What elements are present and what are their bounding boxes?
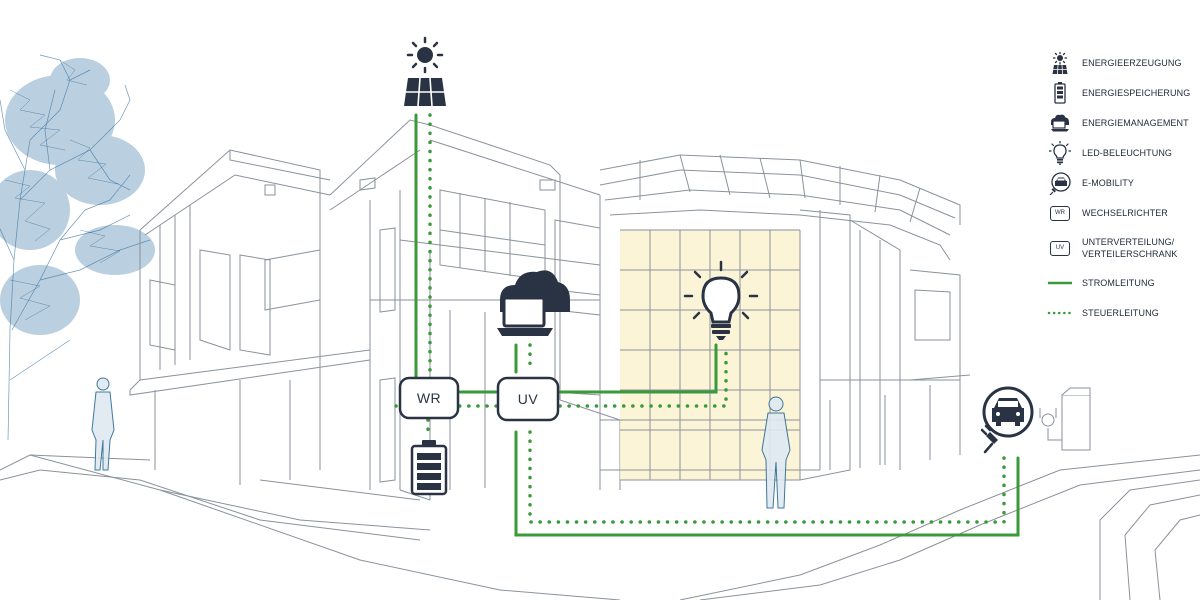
legend-label-e-mobility: E-MOBILITY xyxy=(1082,178,1135,188)
uv-box-icon: UV xyxy=(1046,236,1074,260)
light-bulb-icon xyxy=(683,260,759,340)
uv-label: UV xyxy=(518,391,539,407)
legend-label-inverter: WECHSELRICHTER xyxy=(1082,208,1168,218)
power-lines xyxy=(414,113,1020,537)
legend-label-led-lighting: LED-BELEUCHTUNG xyxy=(1082,148,1173,158)
tree-sketch xyxy=(0,54,151,441)
person-left xyxy=(91,377,115,471)
battery-icon xyxy=(410,440,448,496)
control-line-uv-to-car xyxy=(528,430,1006,524)
legend-label-energy-generation: ENERGIEERZEUGUNG xyxy=(1082,58,1182,68)
tree-scribbles xyxy=(4,59,121,321)
uv-node: UV xyxy=(496,376,560,422)
legend-item-e-mobility: E-MOBILITY xyxy=(1046,168,1196,198)
cloud-laptop-icon xyxy=(1046,111,1074,135)
legend-label-distribution: UNTERVERTEILUNG/ VERTEILERSCHRANK xyxy=(1082,236,1177,260)
building-left-wing xyxy=(129,119,621,501)
solid-line-icon xyxy=(1046,271,1074,295)
cloud-laptop-icon xyxy=(497,270,570,336)
ground-sketch xyxy=(0,454,1200,600)
legend-label-distribution-line2: VERTEILERSCHRANK xyxy=(1082,249,1178,259)
person-right xyxy=(761,396,791,509)
electric-car-icon xyxy=(980,386,1034,454)
legend-item-energy-generation: ENERGIEERZEUGUNG xyxy=(1046,48,1196,78)
wr-badge: WR xyxy=(1050,205,1070,221)
solar-panel-icon xyxy=(404,36,446,107)
wr-label: WR xyxy=(417,390,441,406)
solar-panel-icon xyxy=(1046,51,1074,75)
legend-item-distribution: UV UNTERVERTEILUNG/ VERTEILERSCHRANK xyxy=(1046,228,1196,268)
power-line-uv-to-led xyxy=(558,343,718,394)
wr-node: WR xyxy=(398,376,460,420)
legend-item-control-line: STEUERLEITUNG xyxy=(1046,298,1196,328)
electric-car-icon xyxy=(1046,171,1074,195)
tree-foliage xyxy=(0,58,155,335)
legend-label-energy-management: ENERGIEMANAGEMENT xyxy=(1082,118,1189,128)
building-right-wing xyxy=(599,154,971,490)
charging-station xyxy=(1039,387,1091,451)
legend-label-power-line: STROMLEITUNG xyxy=(1082,278,1155,288)
legend-item-inverter: WR WECHSELRICHTER xyxy=(1046,198,1196,228)
dotted-line-icon xyxy=(1046,301,1074,325)
legend-label-energy-storage: ENERGIESPEICHERUNG xyxy=(1082,88,1191,98)
wr-box-icon: WR xyxy=(1046,201,1074,225)
legend-item-energy-management: ENERGIEMANAGEMENT xyxy=(1046,108,1196,138)
legend-label-control-line: STEUERLEITUNG xyxy=(1082,308,1159,318)
legend-label-distribution-line1: UNTERVERTEILUNG/ xyxy=(1082,237,1175,247)
legend-item-energy-storage: ENERGIESPEICHERUNG xyxy=(1046,78,1196,108)
light-bulb-icon xyxy=(1046,141,1074,165)
legend-item-power-line: STROMLEITUNG xyxy=(1046,268,1196,298)
uv-badge: UV xyxy=(1050,240,1070,256)
control-line-uv-to-led xyxy=(558,343,728,408)
legend-item-led-lighting: LED-BELEUCHTUNG xyxy=(1046,138,1196,168)
power-line-uv-to-car xyxy=(514,430,1020,537)
legend: ENERGIEERZEUGUNG ENERGIESPEICHERUNG ENER… xyxy=(1046,48,1196,328)
battery-icon xyxy=(1046,81,1074,105)
